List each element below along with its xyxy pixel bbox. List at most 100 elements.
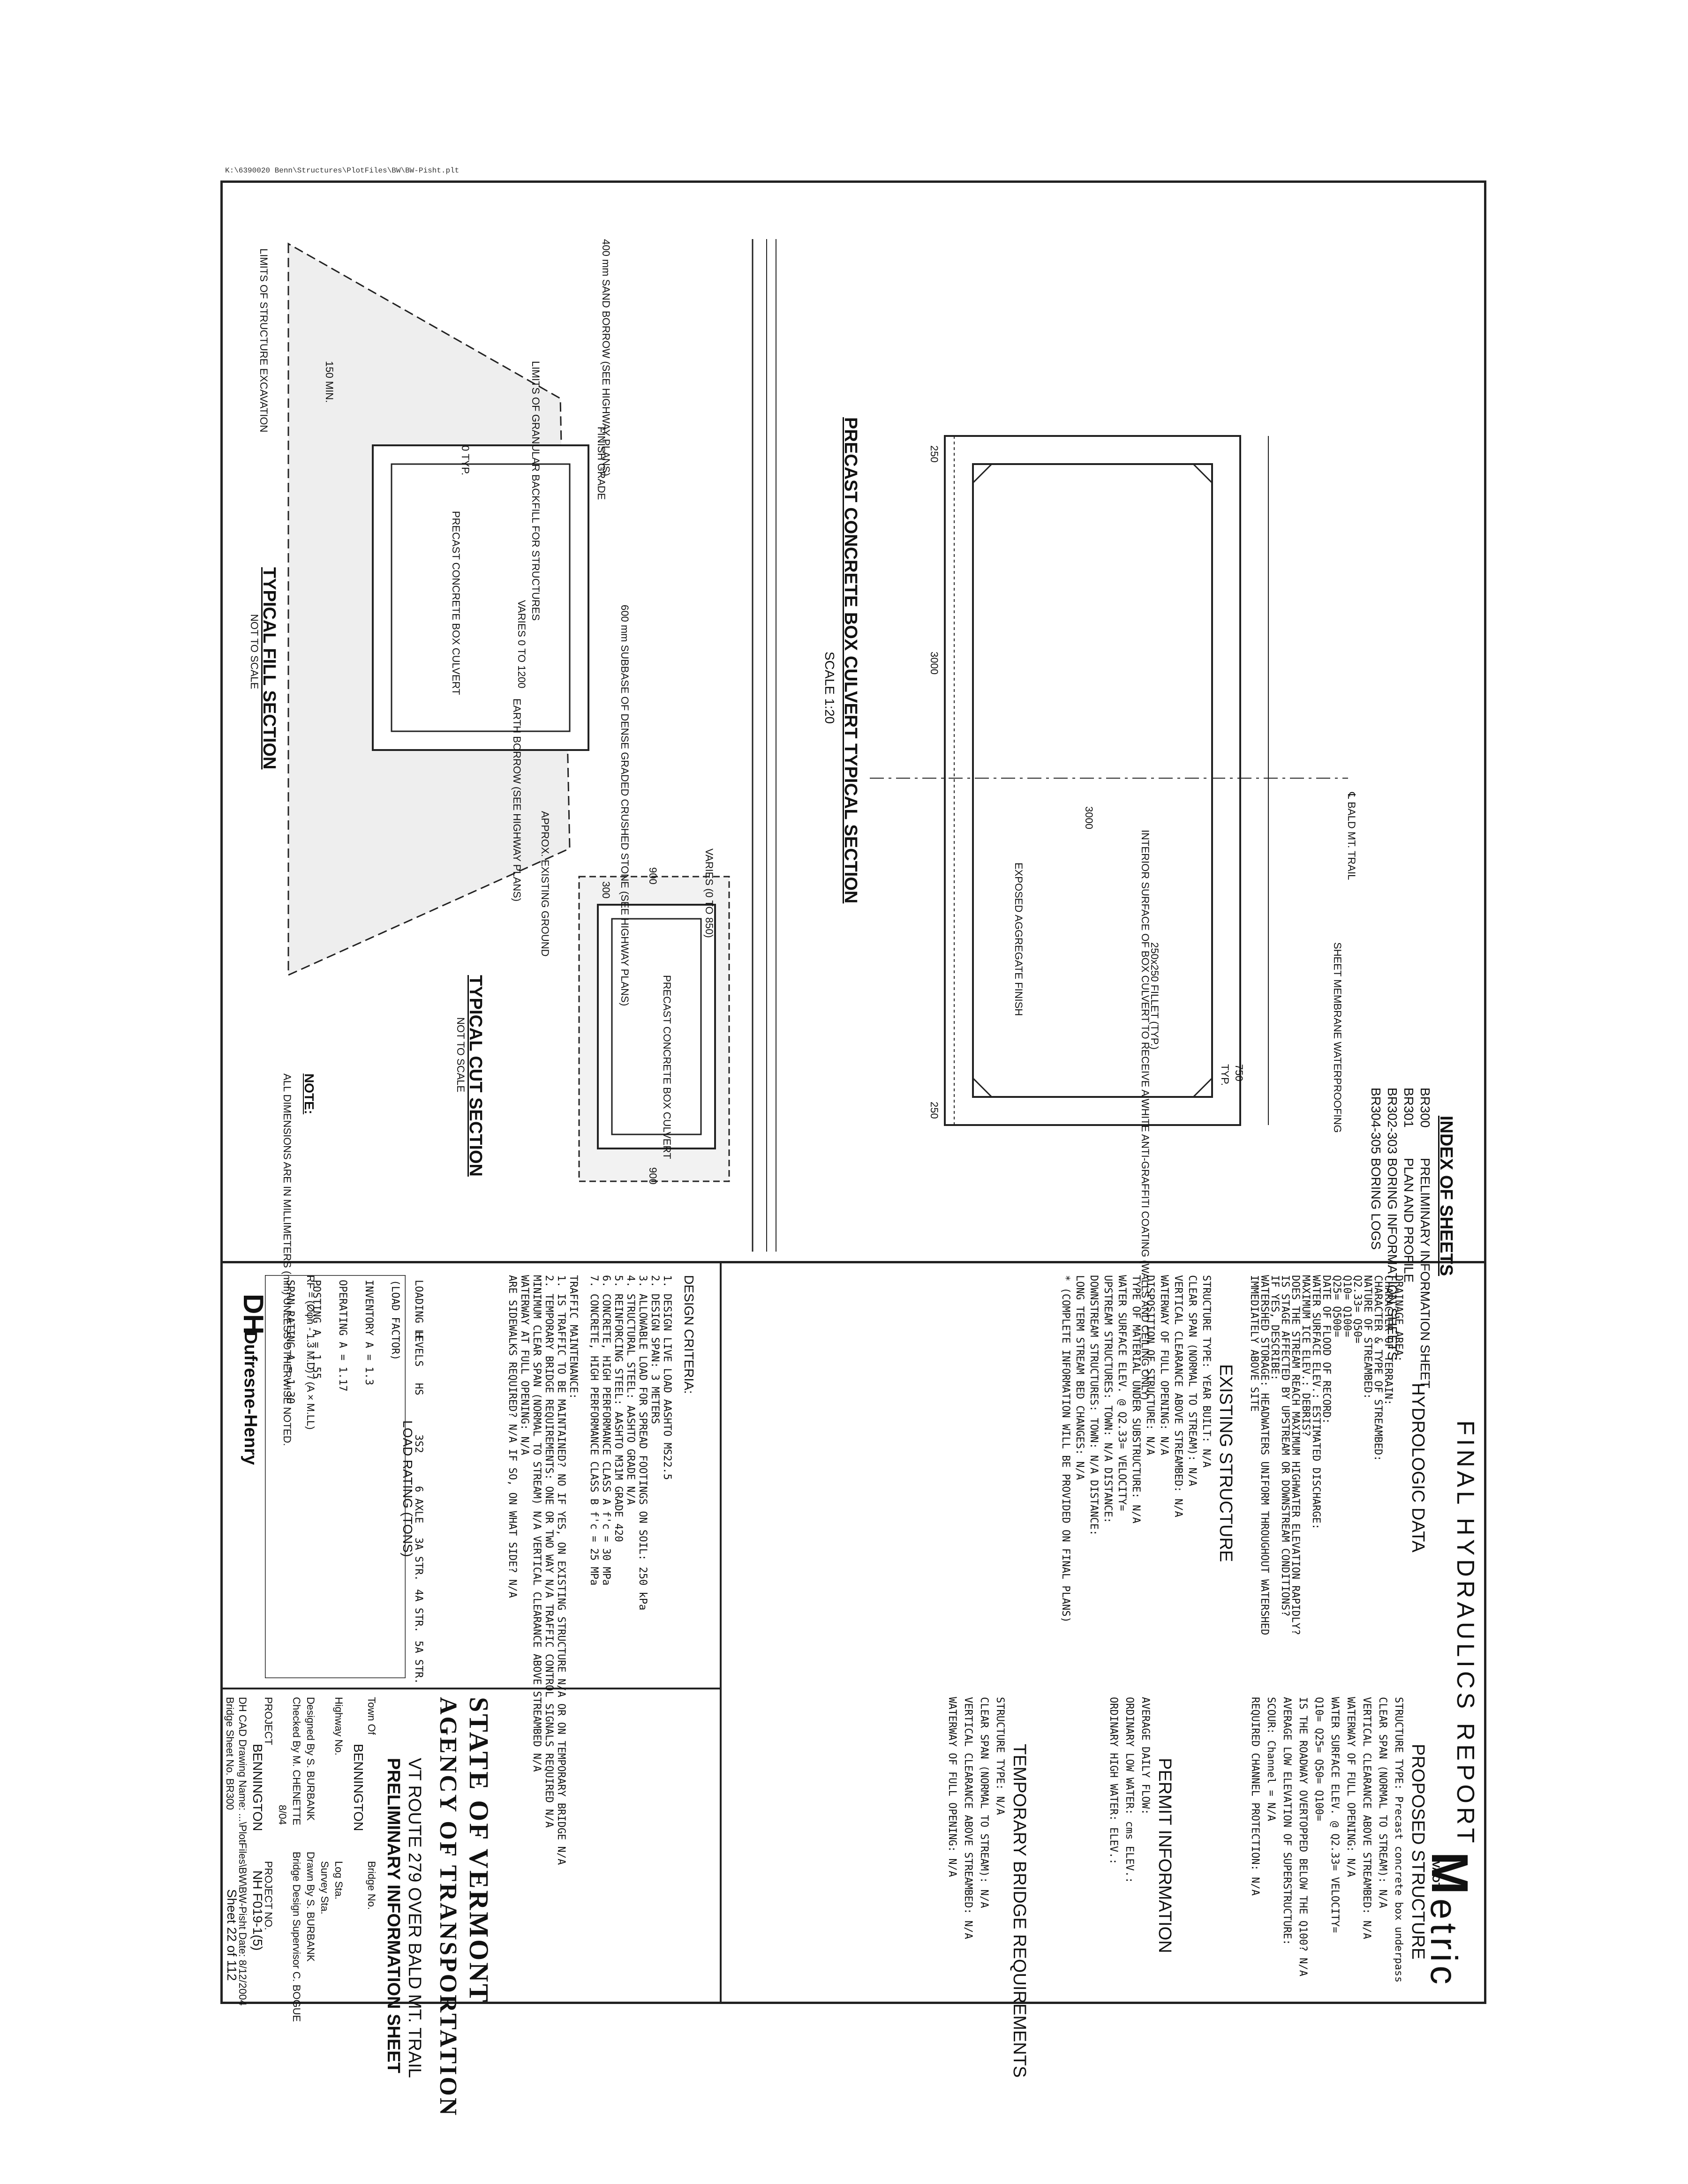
hydrologic-line: CHARACTER & TYPE OF STREAMBED: (1372, 1275, 1384, 1462)
proposed-line: VERTICAL CLEARANCE ABOVE STREAMBED: N/A (1361, 1697, 1372, 1939)
proposed-title: PROPOSED STRUCTURE (1408, 1744, 1428, 1960)
project-desc: VT ROUTE 279 OVER BALD MT. TRAIL (405, 1758, 424, 2078)
design-criteria-line: 5. REINFORCING STEEL: AASHTO M31M GRADE … (612, 1275, 624, 1542)
permit-line: ORDINARY HIGH WATER: ELEV.: (1108, 1697, 1119, 1865)
consultant-logo: DH (238, 1294, 269, 1335)
project-label: PROJECT (263, 1697, 274, 1745)
index-code-4: BR304-305 (1369, 1088, 1383, 1154)
existing-line: VERTICAL CLEARANCE ABOVE STREAMBED: N/A (1172, 1275, 1184, 1517)
bridge-sheet: Bridge Sheet No. BR300 (224, 1697, 236, 1810)
dim-typ: TYP. (1219, 1064, 1231, 1086)
dim-3000-h: 3000 (928, 652, 940, 675)
temp-line: WATERWAY OF FULL OPENING: N/A (946, 1697, 958, 1877)
hydrologic-line: Q2.33= Q50= (1351, 1275, 1363, 1343)
temp-line: STRUCTURE TYPE: N/A (994, 1697, 1006, 1815)
traffic-line: 1. IS TRAFFIC TO BE MAINTAINED? NO IF YE… (555, 1275, 567, 1865)
dim-0: 0 TYP. (460, 445, 471, 476)
load-rating-header: 3S2 (413, 1434, 424, 1453)
hydrologic-line: NATURE OF STREAMBED: (1362, 1275, 1373, 1399)
supervisor: Bridge Design Supervisor C. BOGUE (291, 1852, 302, 2022)
permit-title: PERMIT INFORMATION (1155, 1758, 1175, 1953)
load-rating-header: 6 AXLE (413, 1486, 424, 1524)
existing-line: CLEAR SPAN (NORMAL TO STREAM): N/A (1186, 1275, 1198, 1486)
checked-by: Checked By M. CHENETTE (291, 1697, 302, 1825)
load-rating-header: HS (413, 1383, 424, 1396)
existing-line: WATER SURFACE ELEV. @ Q2.33= VELOCITY= (1116, 1275, 1128, 1511)
town-label: Town Of (366, 1697, 377, 1735)
design-criteria-line: 4. STRUCTURAL STEEL: AASHTO GRADE N/A (625, 1275, 636, 1505)
existing-line: * (COMPLETE INFORMATION WILL BE PROVIDED… (1060, 1275, 1071, 1623)
label-membrane: SHEET MEMBRANE WATERPROOFING (1332, 942, 1343, 1133)
brand-badge: VAOT (1430, 1861, 1442, 1889)
drawn-by: Drawn By S. BURBANK (305, 1852, 316, 1962)
existing-line: LONG TERM STREAM BED CHANGES: N/A (1074, 1275, 1085, 1480)
dim-750: 750 (1233, 1064, 1245, 1081)
label-aggregate: EXPOSED AGGREGATE FINISH (1013, 863, 1025, 1016)
sheet-no: Sheet 22 of 112 (225, 1889, 239, 1981)
dim-250-right: 250 (928, 1102, 940, 1119)
sheet-type: PRELIMINARY INFORMATION SHEET (384, 1758, 403, 2073)
load-rating-header: 4A STR. (413, 1589, 424, 1633)
label-finish-grade: FINISH GRADE (595, 427, 607, 500)
permit-line: AVERAGE DAILY FLOW: (1139, 1697, 1151, 1815)
design-criteria-title: DESIGN CRITERIA: (682, 1275, 696, 1394)
existing-title: EXISTING STRUCTURE (1216, 1364, 1236, 1562)
load-rating-grid (265, 1275, 406, 1678)
road-lines (752, 239, 776, 1252)
dim-150: 150 MIN. (324, 361, 335, 403)
load-rating-header: 5A STR. (413, 1641, 424, 1684)
design-criteria-line: 3. ALLOWABLE LOAD FOR SPREAD FOOTINGS ON… (637, 1275, 648, 1611)
dim-250-left: 250 (928, 445, 940, 463)
cut-title: TYPICAL CUT SECTION (466, 975, 485, 1177)
temp-title: TEMPORARY BRIDGE REQUIREMENTS (1010, 1744, 1029, 2078)
hydrologic-line: WATER SURFACE ELEV.: ESTIMATED DISCHARGE… (1310, 1275, 1322, 1530)
design-criteria-line: 7. CONCRETE, HIGH PERFORMANCE CLASS B f'… (588, 1275, 600, 1586)
fill-title: TYPICAL FILL SECTION (259, 567, 279, 770)
bridge-no: Bridge No. (366, 1861, 377, 1910)
label-granular: LIMITS OF GRANULAR BACKFILL FOR STRUCTUR… (530, 361, 542, 621)
date: 8/04 (277, 1805, 288, 1825)
proposed-line: SCOUR: Channel = N/A (1265, 1697, 1277, 1821)
divider-panels (720, 1261, 722, 2002)
traffic-line: ARE SIDEWALKS REQUIRED? N/A IF SO, ON WH… (506, 1275, 518, 1598)
drawings-svg (287, 239, 1348, 1252)
index-title: INDEX OF SHEETS (1436, 1116, 1456, 1276)
hydrologic-line: Q10= Q100= (1341, 1275, 1353, 1337)
hydrologic-line: IS STAGE AFFECTED BY UPSTREAM OR DOWNSTR… (1279, 1275, 1291, 1617)
design-criteria-line: 2. DESIGN SPAN: 3 METERS (649, 1275, 661, 1424)
designed-by: Designed By S. BURBANK (305, 1697, 316, 1821)
load-rating-header: 3A STR. (413, 1538, 424, 1581)
divider-title-block (223, 1688, 720, 1689)
permit-line: ORDINARY LOW WATER: cms ELEV.: (1123, 1697, 1135, 1884)
survey-sta: Survey Sta. (319, 1861, 331, 1914)
proposed-line: REQUIRED CHANNEL PROTECTION: N/A (1249, 1697, 1261, 1896)
traffic-line: MINIMUM CLEAR SPAN (NORMAL TO STREAM) N/… (531, 1275, 543, 1772)
label-precast-fill: PRECAST CONCRETE BOX CULVERT (450, 511, 462, 695)
index-desc-2: PLAN AND PROFILE (1402, 1158, 1416, 1283)
proposed-line: WATER SURFACE ELEV. @ Q2.33= VELOCITY= (1329, 1697, 1341, 1933)
hydrologic-title: HYDROLOGIC DATA (1408, 1383, 1428, 1553)
town-name: BENNINGTON (351, 1744, 366, 1831)
file-path: K:\6390020 Benn\Structures\PlotFiles\BW\… (225, 166, 460, 175)
report-title: FINAL HYDRAULICS REPORT (1452, 1420, 1479, 1847)
hydrologic-line: DRAINAGE AREA: (1393, 1275, 1404, 1362)
box-culvert-section (870, 435, 1348, 1126)
hydrologic-line: IF YES, DESCRIBE: (1269, 1275, 1281, 1381)
hydrologic-line: DOES THE STREAM REACH MAXIMUM HIGHWATER … (1289, 1275, 1301, 1636)
label-cl-trail: ℄ BALD MT. TRAIL (1346, 792, 1357, 880)
highway-no: Highway No. (333, 1697, 345, 1756)
project-no: NH F019-1(5) (250, 1870, 265, 1951)
existing-line: STRUCTURE TYPE: YEAR BUILT: N/A (1200, 1275, 1212, 1468)
state-title: STATE OF VERMONT (464, 1697, 494, 2004)
label-varies-850: VARIES (0 TO 850) (703, 848, 715, 938)
proposed-line: IS THE ROADWAY OVERTOPPED BELOW THE Q100… (1297, 1697, 1309, 1977)
design-criteria-line: 6. CONCRETE, HIGH PERFORMANCE CLASS A f'… (600, 1275, 612, 1586)
traffic-line: TRAFFIC MAINTENANCE: (567, 1275, 579, 1399)
cut-section (578, 876, 730, 1182)
load-rating-header: H (413, 1331, 424, 1338)
cut-scale: NOT TO SCALE (455, 1017, 467, 1093)
temp-line: CLEAR SPAN (NORMAL TO STREAM): N/A (978, 1697, 990, 1908)
box-section-title: PRECAST CONCRETE BOX CULVERT TYPICAL SEC… (841, 417, 860, 904)
drawing-sheet: PRECAST CONCRETE BOX CULVERT TYPICAL SEC… (220, 180, 1486, 2117)
traffic-line: WATERWAY AT FULL OPENING: N/A (519, 1275, 530, 1456)
